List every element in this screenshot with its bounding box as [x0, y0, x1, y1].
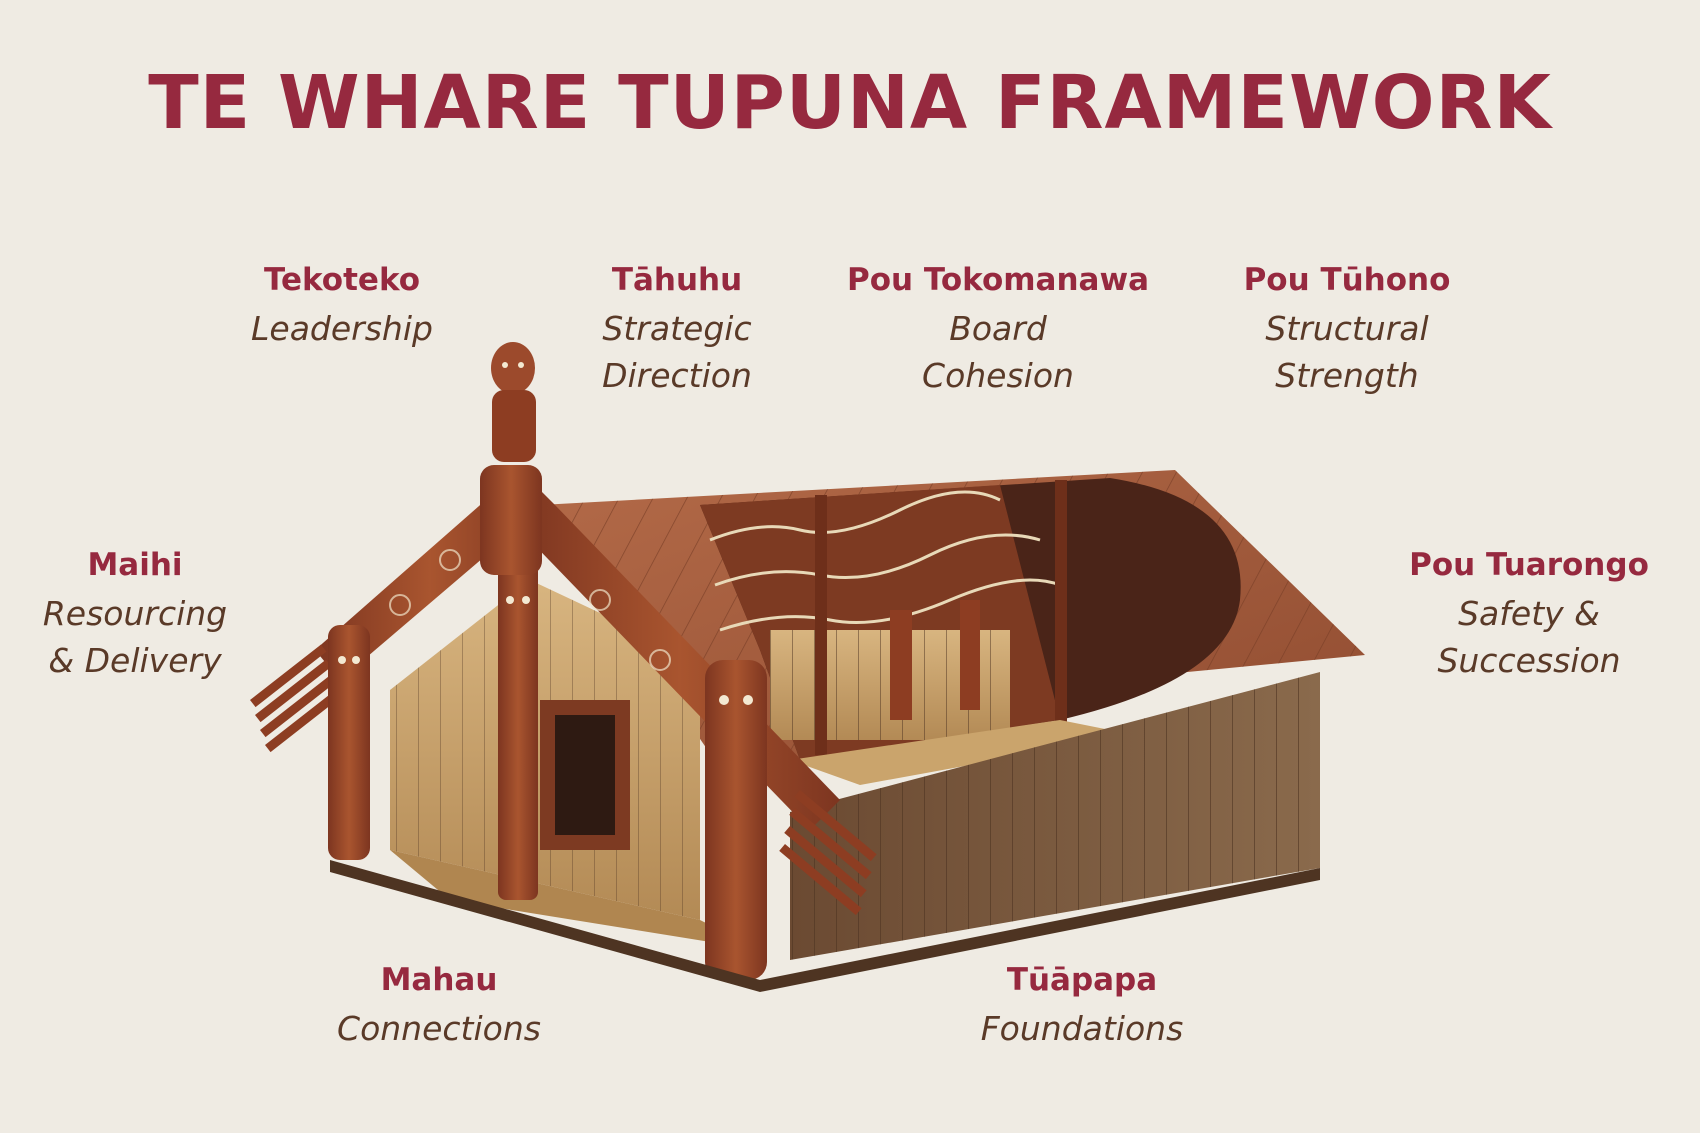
label-tuapapa: Tūāpapa Foundations	[912, 960, 1252, 1052]
label-tahuhu-meaning: Strategic Direction	[507, 305, 847, 399]
label-maihi-name: Maihi	[0, 545, 305, 585]
label-pou-tuarongo-meaning: Safety & Succession	[1359, 590, 1699, 684]
label-tekoteko-meaning: Leadership	[172, 305, 512, 352]
label-tuapapa-meaning: Foundations	[912, 1005, 1252, 1052]
label-pou-tuhono: Pou Tūhono Structural Strength	[1177, 260, 1517, 399]
label-pou-tokomanawa: Pou Tokomanawa Board Cohesion	[828, 260, 1168, 399]
label-tahuhu-name: Tāhuhu	[507, 260, 847, 300]
label-mahau: Mahau Connections	[269, 960, 609, 1052]
label-pou-tokomanawa-name: Pou Tokomanawa	[828, 260, 1168, 300]
label-tahuhu: Tāhuhu Strategic Direction	[507, 260, 847, 399]
label-pou-tokomanawa-meaning: Board Cohesion	[828, 305, 1168, 399]
label-maihi: Maihi Resourcing & Delivery	[0, 545, 305, 684]
label-mahau-meaning: Connections	[269, 1005, 609, 1052]
label-pou-tuarongo-name: Pou Tuarongo	[1359, 545, 1699, 585]
label-pou-tuhono-meaning: Structural Strength	[1177, 305, 1517, 399]
label-pou-tuarongo: Pou Tuarongo Safety & Succession	[1359, 545, 1699, 684]
label-mahau-name: Mahau	[269, 960, 609, 1000]
label-pou-tuhono-name: Pou Tūhono	[1177, 260, 1517, 300]
label-tekoteko-name: Tekoteko	[172, 260, 512, 300]
label-tuapapa-name: Tūāpapa	[912, 960, 1252, 1000]
label-tekoteko: Tekoteko Leadership	[172, 260, 512, 352]
label-maihi-meaning: Resourcing & Delivery	[0, 590, 305, 684]
